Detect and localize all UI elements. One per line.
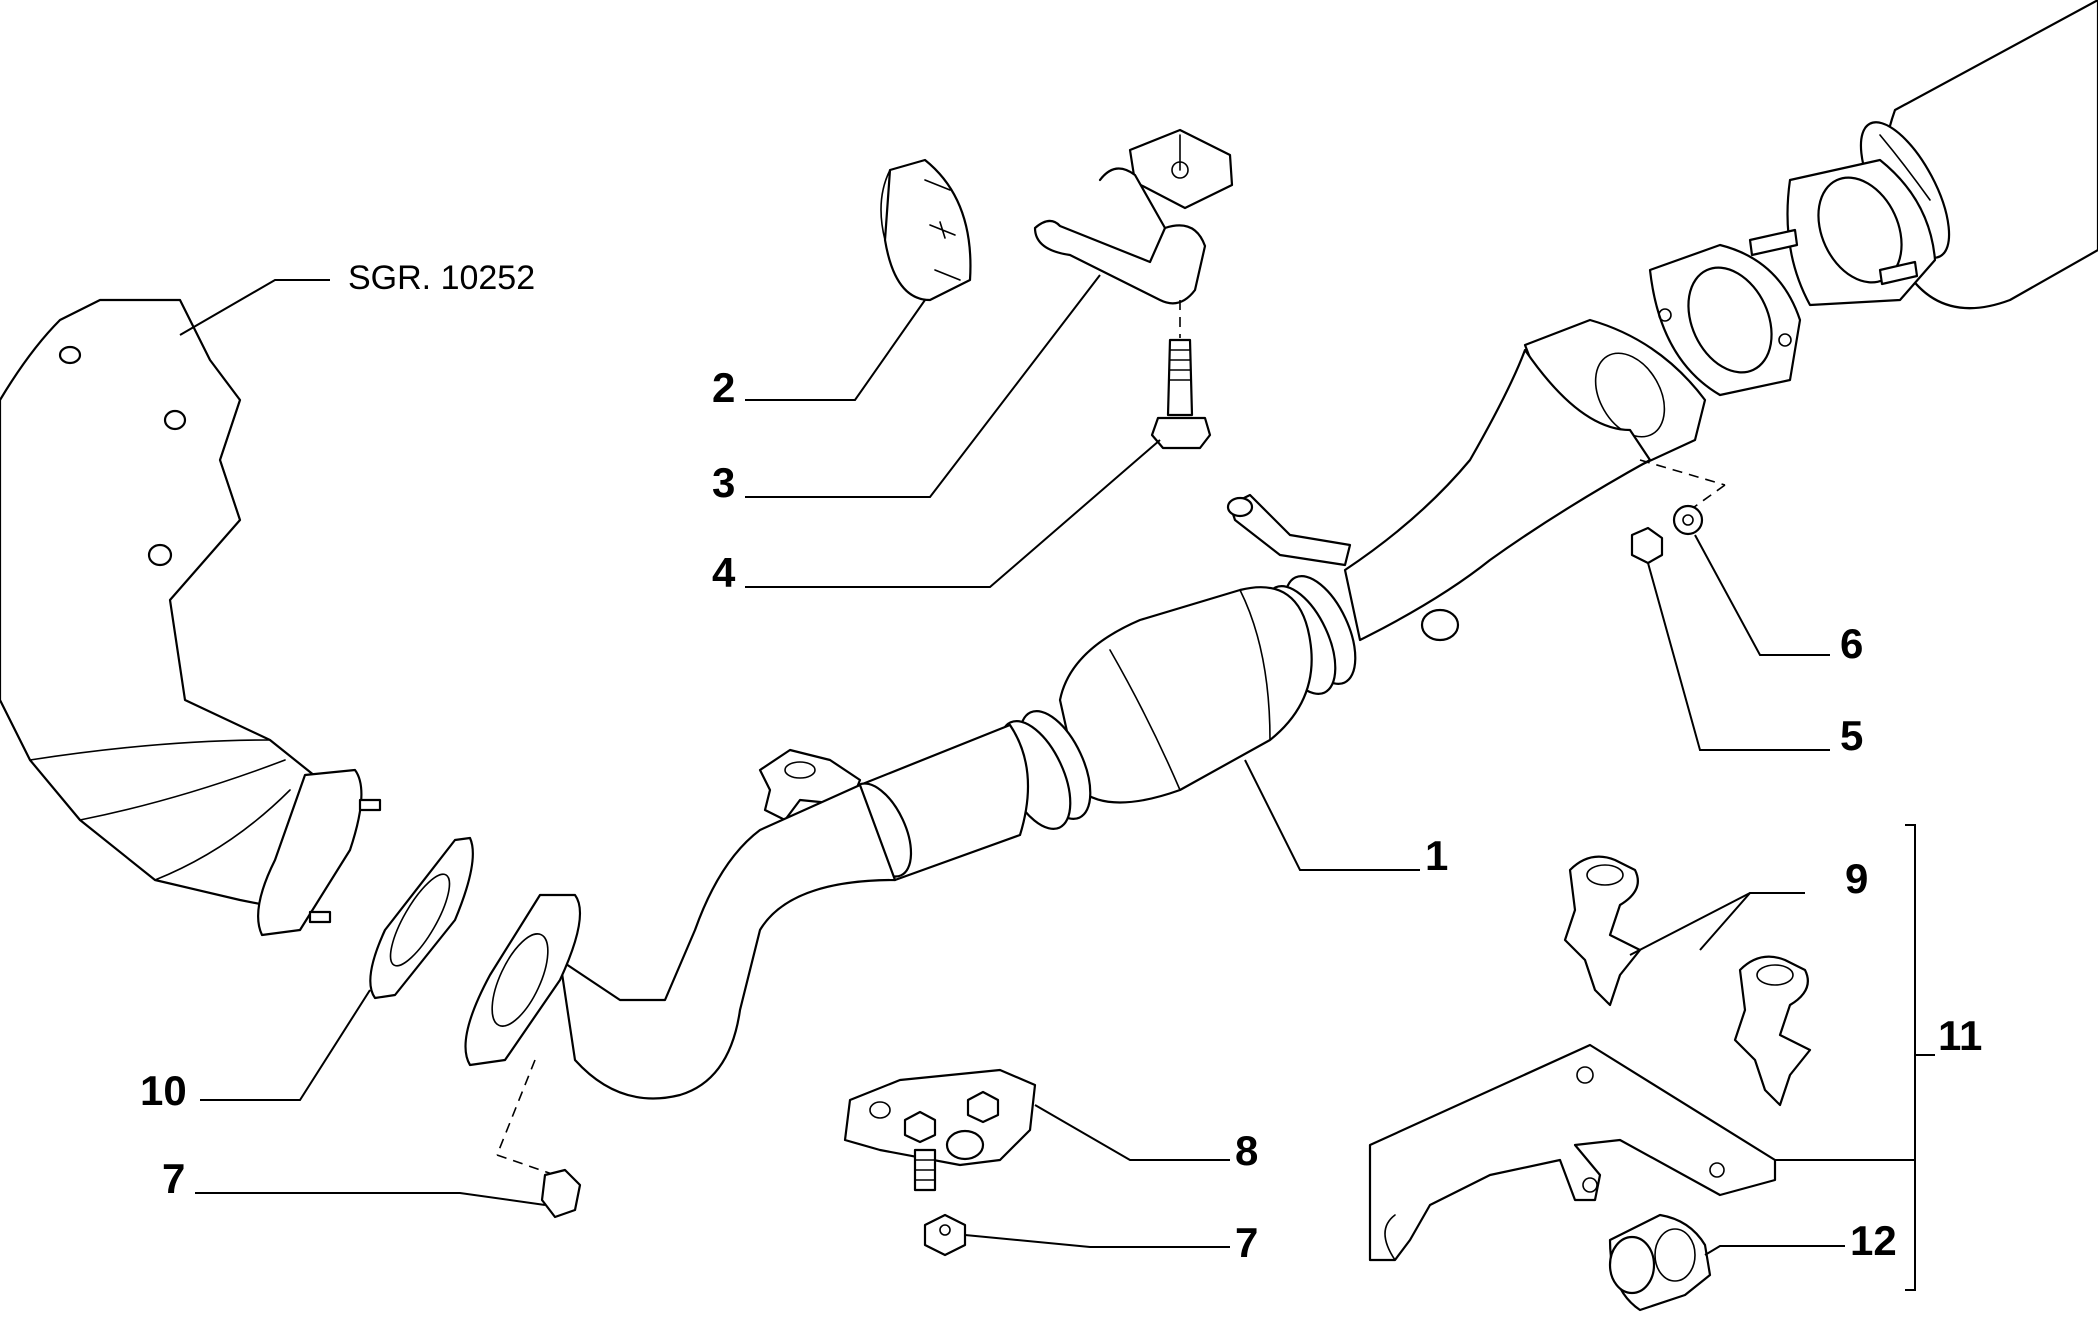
callout-1: 1 — [1425, 832, 1448, 879]
callout-4: 4 — [712, 549, 736, 596]
callout-8: 8 — [1235, 1127, 1258, 1174]
bolt — [1150, 300, 1212, 450]
pipe-clip — [1608, 1213, 1712, 1312]
callout-12: 12 — [1850, 1217, 1897, 1264]
u-clamp-bracket — [1033, 128, 1234, 305]
callout-7-left: 7 — [162, 1155, 185, 1202]
rear-flange — [1748, 158, 1937, 307]
mounting-bracket — [1368, 1043, 1777, 1262]
heat-plate-bracket — [843, 1068, 1037, 1192]
exhaust-manifold — [0, 298, 382, 937]
callout-10: 10 — [140, 1067, 187, 1114]
callout-7-right: 7 — [1235, 1219, 1258, 1266]
callout-5: 5 — [1840, 712, 1863, 759]
front-gasket — [369, 836, 474, 1000]
clip-upper — [1563, 855, 1642, 1007]
front-pipe-catalyst — [464, 318, 1707, 1100]
callout-9: 9 — [1845, 855, 1868, 902]
clip-lower — [1733, 955, 1812, 1107]
nut-right — [923, 1213, 967, 1257]
rubber-hanger — [880, 158, 972, 302]
nut-left — [496, 1059, 582, 1219]
leader-lines — [179, 274, 1935, 1291]
reference-label: SGR. 10252 — [348, 259, 535, 297]
callout-3: 3 — [712, 459, 735, 506]
callout-6: 6 — [1840, 620, 1863, 667]
callout-11: 11 — [1938, 1012, 1982, 1059]
nut-and-washer — [1630, 459, 1726, 565]
callout-2: 2 — [712, 364, 735, 411]
rear-gasket — [1648, 243, 1802, 397]
